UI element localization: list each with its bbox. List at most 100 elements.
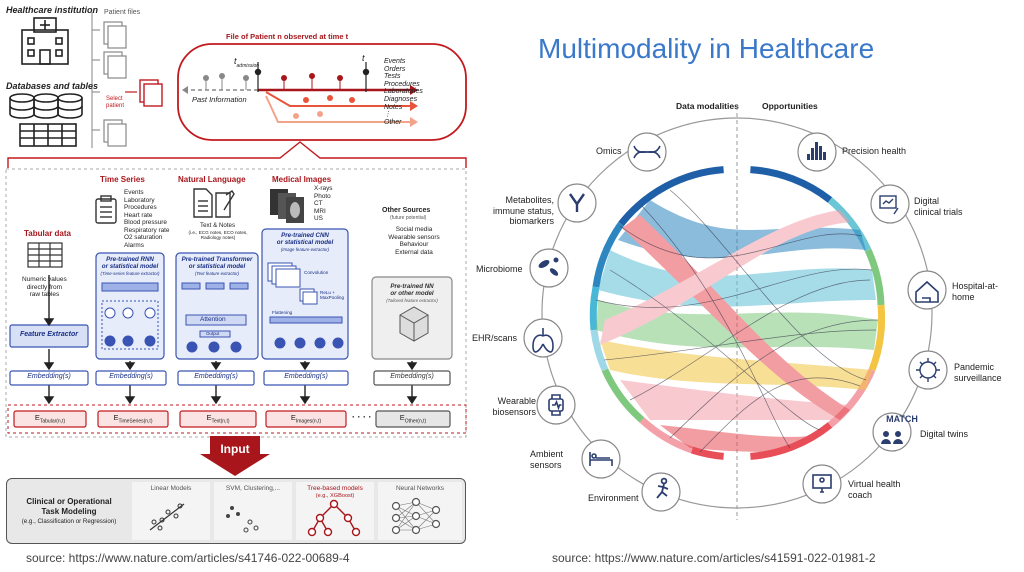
language-desc: Text & Notes [200, 222, 236, 229]
other-title: Other Sources [382, 207, 431, 214]
modality-microbiome: Microbiome [476, 264, 523, 274]
selected-patient-file-icon [139, 79, 163, 107]
institution-label: Healthcare institution [6, 5, 99, 15]
modality-omics: Omics [596, 146, 622, 156]
databases-label: Databases and tables [6, 81, 99, 91]
opportunity-digital-trials: Digital clinical trials [914, 196, 963, 217]
col-right-heading: Opportunities [762, 101, 818, 111]
decision-tree-icon [307, 499, 361, 537]
chord-diagram [523, 106, 948, 520]
twins-icon [881, 431, 903, 444]
embedding-tabular: Embedding(s) [27, 373, 71, 380]
model-tree-sub: (e.g., XGBoost) [315, 493, 355, 499]
model-card-svm [214, 482, 292, 540]
model-tree-label: Tree-based models [307, 485, 363, 492]
rnn-model-title: Pre-trained RNN or statistical model [101, 256, 159, 270]
images-items: X-rays Photo CT MRI US [314, 185, 333, 222]
t-admission-label: tadmission [234, 56, 260, 69]
modality-ehr: EHR/scans [472, 333, 518, 343]
trial-icon [879, 195, 899, 215]
opportunity-pandemic: Pandemic surveillance [954, 362, 1002, 383]
images-title: Medical Images [272, 175, 332, 184]
clipboard-icon [95, 195, 117, 224]
modality-environment: Environment [588, 493, 639, 503]
patient-file-icon [103, 21, 127, 147]
output-label: Output [206, 331, 220, 336]
language-title: Natural Language [178, 175, 246, 184]
cnn-model-title: Pre-trained CNN or statistical model [276, 232, 334, 246]
other-title-sub: (future potential) [390, 215, 427, 221]
pipeline-graphic [5, 168, 467, 438]
task-sub: (e.g., Classification or Regression) [21, 518, 117, 525]
patient-files-label: Patient files [104, 9, 141, 16]
tabular-grid-icon [27, 242, 63, 268]
transformer-model-sub: (Text feature extractor) [194, 271, 240, 276]
language-desc-sub: (i.e., ECG notes, ECO notes, Radiology n… [188, 230, 248, 241]
neural-network-icon [391, 497, 441, 535]
modality-ambient: Ambient sensors [530, 449, 564, 470]
xray-image-icon [270, 189, 304, 223]
runner-icon [656, 477, 669, 499]
model-linear-label: Linear Models [150, 485, 192, 492]
e-images: EImages(n,t) [290, 413, 322, 425]
cube-icon [399, 306, 429, 342]
events-list: Events Orders Tests Procedures Laborator… [384, 58, 423, 126]
tabular-title: Tabular data [24, 229, 71, 238]
data-overview-graphic [7, 12, 467, 168]
table-grid-icon [19, 123, 77, 147]
e-tabular: ETabular(n,t) [34, 413, 66, 425]
flattening-label: Flattening [272, 310, 293, 315]
house-icon [915, 280, 939, 303]
lungs-icon [532, 328, 554, 353]
watch-icon [548, 394, 564, 416]
bed-icon [589, 452, 613, 466]
rnn-model-sub: (Time-series feature extractor) [100, 271, 160, 276]
input-label: Input [220, 442, 250, 456]
input-arrow-icon [200, 436, 270, 476]
histogram-icon [807, 142, 826, 160]
virus-icon [916, 358, 940, 382]
relu-label: ReLu + MaxPooling [320, 290, 345, 301]
microbe-icon [538, 257, 559, 276]
other-items: Social media Wearable sensors Behaviour … [388, 226, 440, 256]
embedding-text: Embedding(s) [194, 373, 238, 380]
cnn-model-sub: (Image feature extractor) [280, 247, 330, 252]
linear-model-icon [149, 503, 185, 531]
match-label: MATCH [886, 414, 918, 424]
modality-metabolites: Metabolites, immune status, biomarkers [492, 195, 554, 226]
monitor-icon [812, 474, 832, 493]
timeseries-title: Time Series [100, 175, 145, 184]
page-title: Multimodality in Healthcare [538, 33, 875, 64]
other-model-title: Pre-trained NN or other model [390, 283, 434, 297]
attention-label: Attention [200, 316, 226, 323]
embedding-timeseries: Embedding(s) [109, 373, 153, 380]
opportunity-hospital-home: Hospital-at- home [952, 281, 999, 302]
antibody-icon [569, 193, 585, 212]
left-source-link[interactable]: source: https://www.nature.com/articles/… [26, 551, 350, 565]
model-svm-label: SVM, Clustering,... [225, 485, 281, 492]
timeseries-items: Events Laboratory Procedures Heart rate … [124, 189, 170, 249]
svm-cluster-icon [226, 506, 259, 533]
right-figure: Multimodality in Healthcare Data modalit… [470, 0, 1024, 572]
e-text: EText(n,t) [206, 413, 230, 425]
tabular-desc: Numeric values directly from raw tables [22, 276, 67, 299]
past-info-label: Past Information [192, 95, 247, 104]
select-patient-label: Select patient [106, 96, 125, 109]
modality-wearable: Wearable biosensors [492, 396, 536, 417]
database-icon [9, 93, 83, 119]
left-figure: Healthcare institution Databases and tab… [0, 0, 470, 572]
task-title: Clinical or Operational Task Modeling [26, 497, 112, 516]
document-icon [193, 188, 235, 218]
model-icons-graphic [149, 497, 441, 537]
col-left-heading: Data modalities [676, 101, 739, 111]
e-timeseries: ETimeSeries(n,t) [113, 413, 153, 425]
convolution-label: Convolution [304, 270, 329, 275]
feature-extractor-label: Feature Extractor [20, 331, 78, 338]
other-model-sub: (Tailored feature extractor) [386, 298, 438, 303]
hospital-icon [21, 17, 69, 65]
opportunity-precision-health: Precision health [842, 146, 907, 156]
embedding-images: Embedding(s) [284, 373, 328, 380]
model-card-linear [132, 482, 210, 540]
dna-icon [633, 145, 661, 159]
right-source-link[interactable]: source: https://www.nature.com/articles/… [552, 551, 876, 565]
